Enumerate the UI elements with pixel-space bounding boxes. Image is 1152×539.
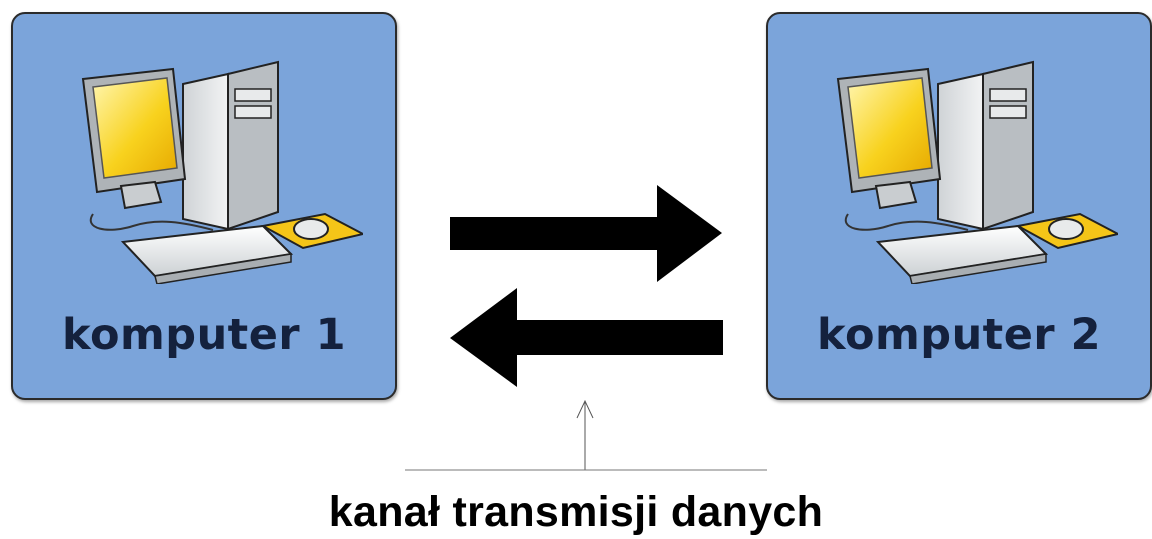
bidirectional-arrows: [450, 185, 723, 387]
computer-2-label: komputer 2: [817, 310, 1101, 360]
computer-1-label: komputer 1: [62, 310, 346, 360]
desktop-computer-icon: [82, 61, 363, 284]
computer-1-box: komputer 1: [11, 12, 397, 400]
desktop-computer-icon: [837, 61, 1118, 284]
arrow-left-icon: [450, 288, 723, 387]
channel-caption: kanał transmisji danych: [328, 488, 824, 536]
computer-2-box: komputer 2: [766, 12, 1152, 400]
pointer-arrow-icon: [576, 399, 594, 470]
arrow-right-icon: [450, 185, 722, 282]
channel-pointer: [405, 399, 767, 471]
